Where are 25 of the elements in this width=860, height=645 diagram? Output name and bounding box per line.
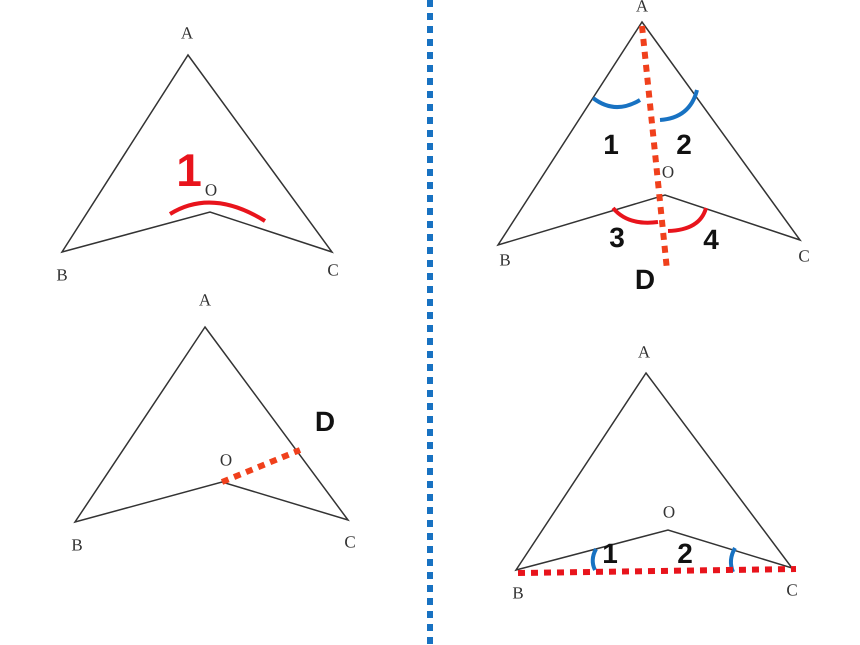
point-label: A — [638, 344, 650, 360]
point-label: B — [56, 266, 68, 284]
point-label: C — [798, 248, 810, 264]
point-label: B — [71, 536, 83, 554]
point-label: B — [512, 584, 524, 602]
angle-number: 2 — [676, 131, 692, 159]
angle-number: 1 — [603, 131, 619, 159]
point-label: C — [344, 534, 356, 550]
angle-number: 2 — [677, 540, 693, 568]
point-label: D — [314, 408, 336, 436]
point-label: D — [634, 266, 656, 294]
point-label: C — [327, 262, 339, 278]
point-label: C — [786, 582, 798, 598]
point-label: B — [499, 252, 511, 268]
angle-number: 4 — [703, 226, 719, 254]
point-label: O — [662, 504, 676, 520]
point-label: A — [198, 292, 212, 308]
angle-number: 1 — [176, 147, 202, 193]
point-label: A — [636, 0, 648, 14]
point-label: O — [220, 452, 232, 468]
point-label: A — [180, 24, 194, 42]
point-label: O — [662, 164, 674, 180]
angle-number: 1 — [602, 540, 618, 568]
point-label: O — [204, 182, 218, 198]
angle-number: 3 — [609, 224, 625, 252]
